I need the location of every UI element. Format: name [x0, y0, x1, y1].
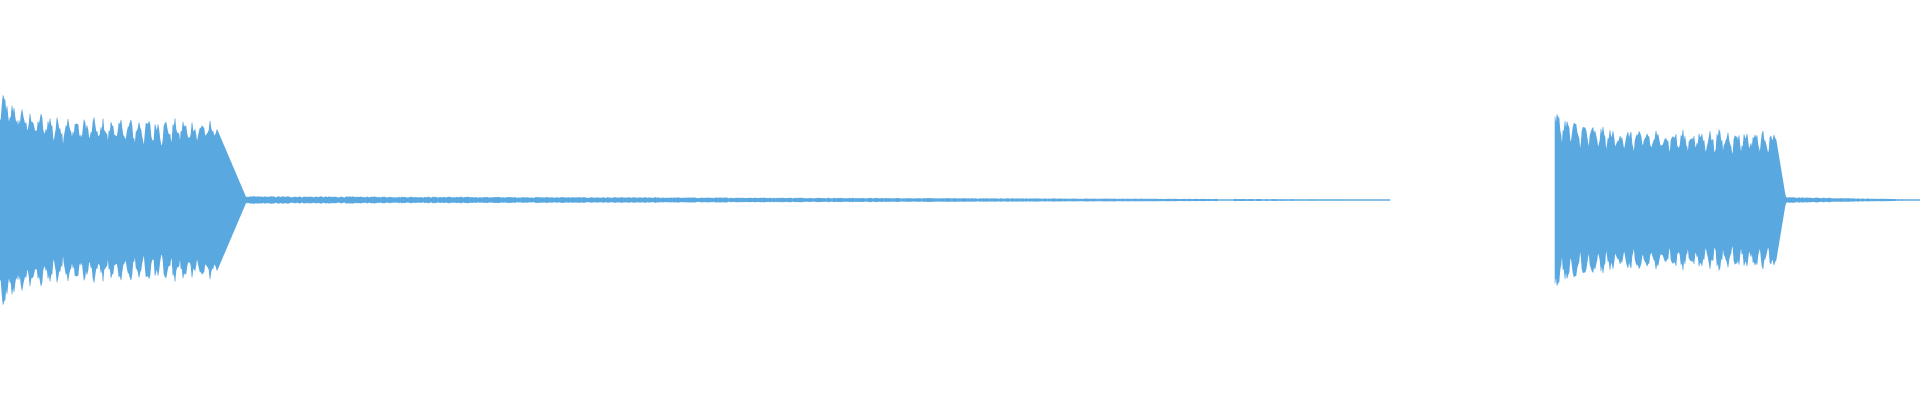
waveform-clip-2[interactable] — [1554, 114, 1920, 286]
waveform-group — [0, 95, 1920, 305]
waveform-clip-1[interactable] — [0, 95, 1391, 305]
